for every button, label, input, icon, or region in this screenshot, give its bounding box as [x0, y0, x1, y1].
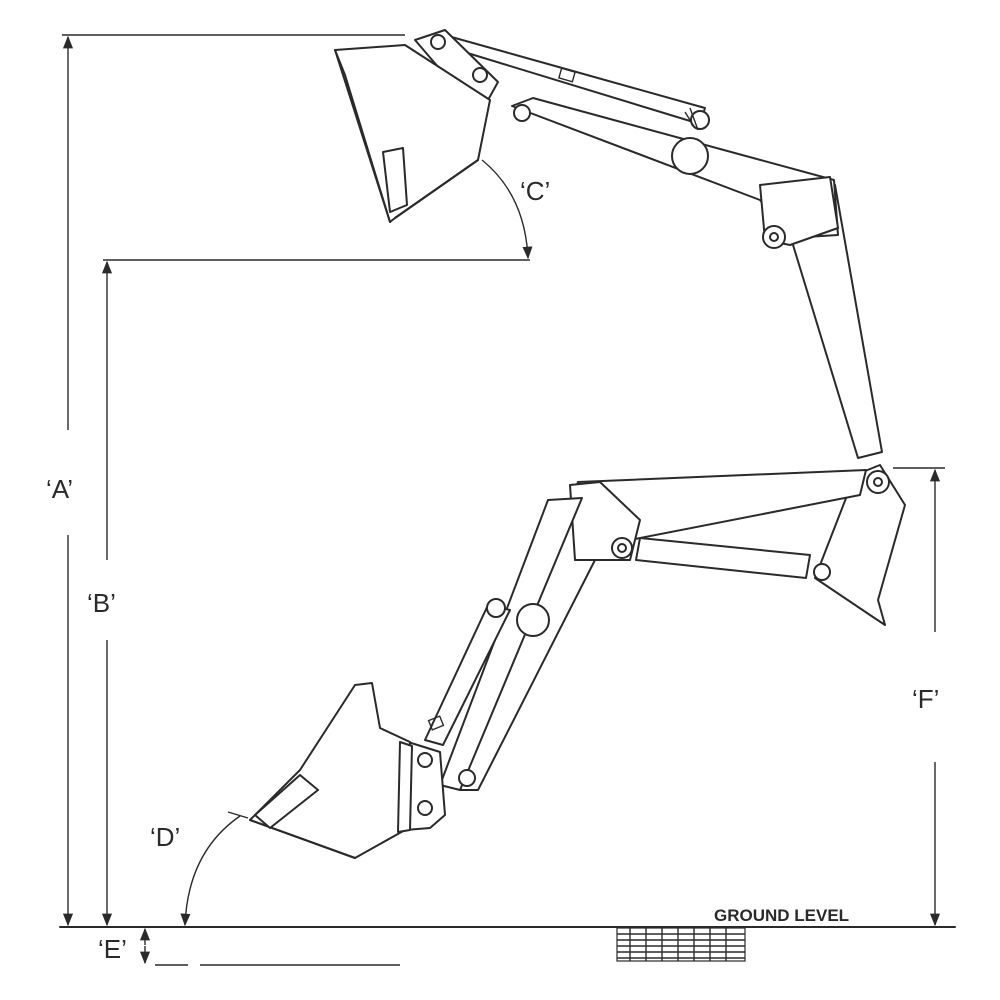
dim-a-label: ‘A’ [46, 474, 73, 504]
dim-e-label: ‘E’ [98, 934, 127, 964]
lowered-loader [249, 464, 906, 859]
raised-cross-tube [671, 137, 709, 175]
raised-attach-pin-2 [472, 67, 488, 83]
raised-attach-pin-1 [430, 34, 446, 50]
ground-level-label: GROUND LEVEL [714, 906, 849, 925]
lowered-attach-pin-1 [417, 752, 433, 768]
raised-cylinder-detail [684, 107, 699, 131]
lowered-cylinder-port [427, 715, 445, 731]
lowered-lift-pin-inner [617, 543, 627, 553]
lowered-boom-pin [458, 769, 476, 787]
lowered-bucket [249, 682, 411, 859]
dim-d-arc [180, 815, 241, 927]
raised-boom-arm [511, 97, 839, 239]
raised-bucket-lip [394, 159, 479, 219]
raised-bucket-plate [382, 147, 408, 213]
raised-loader [334, 29, 883, 459]
dim-c-label: ‘C’ [520, 176, 550, 206]
raised-cylinder-port [558, 67, 576, 83]
dim-d-label: ‘D’ [150, 822, 180, 852]
lowered-lift-cylinder [635, 537, 811, 579]
raised-boom-pin [513, 104, 531, 122]
lowered-cross-tube [516, 603, 550, 637]
lowered-mount-frame [814, 464, 906, 626]
lowered-attach-pin-2 [417, 800, 433, 816]
lowered-cylinder-pin [486, 598, 506, 618]
raised-bucket-edge [334, 49, 391, 223]
raised-knee-pin-inner [769, 232, 779, 242]
dim-c-arc [481, 159, 533, 260]
ground-hatch-icon [616, 927, 746, 962]
dim-d-ext [227, 811, 249, 819]
lowered-mount-pin-top-inner [873, 477, 883, 487]
dim-f-label: ‘F’ [912, 684, 939, 714]
lowered-bucket-plate [254, 774, 319, 829]
lowered-boom-leg [439, 497, 583, 791]
lowered-mount-pin-low [813, 563, 831, 581]
dim-b-label: ‘B’ [87, 588, 116, 618]
lowered-bucket-side [397, 741, 413, 833]
